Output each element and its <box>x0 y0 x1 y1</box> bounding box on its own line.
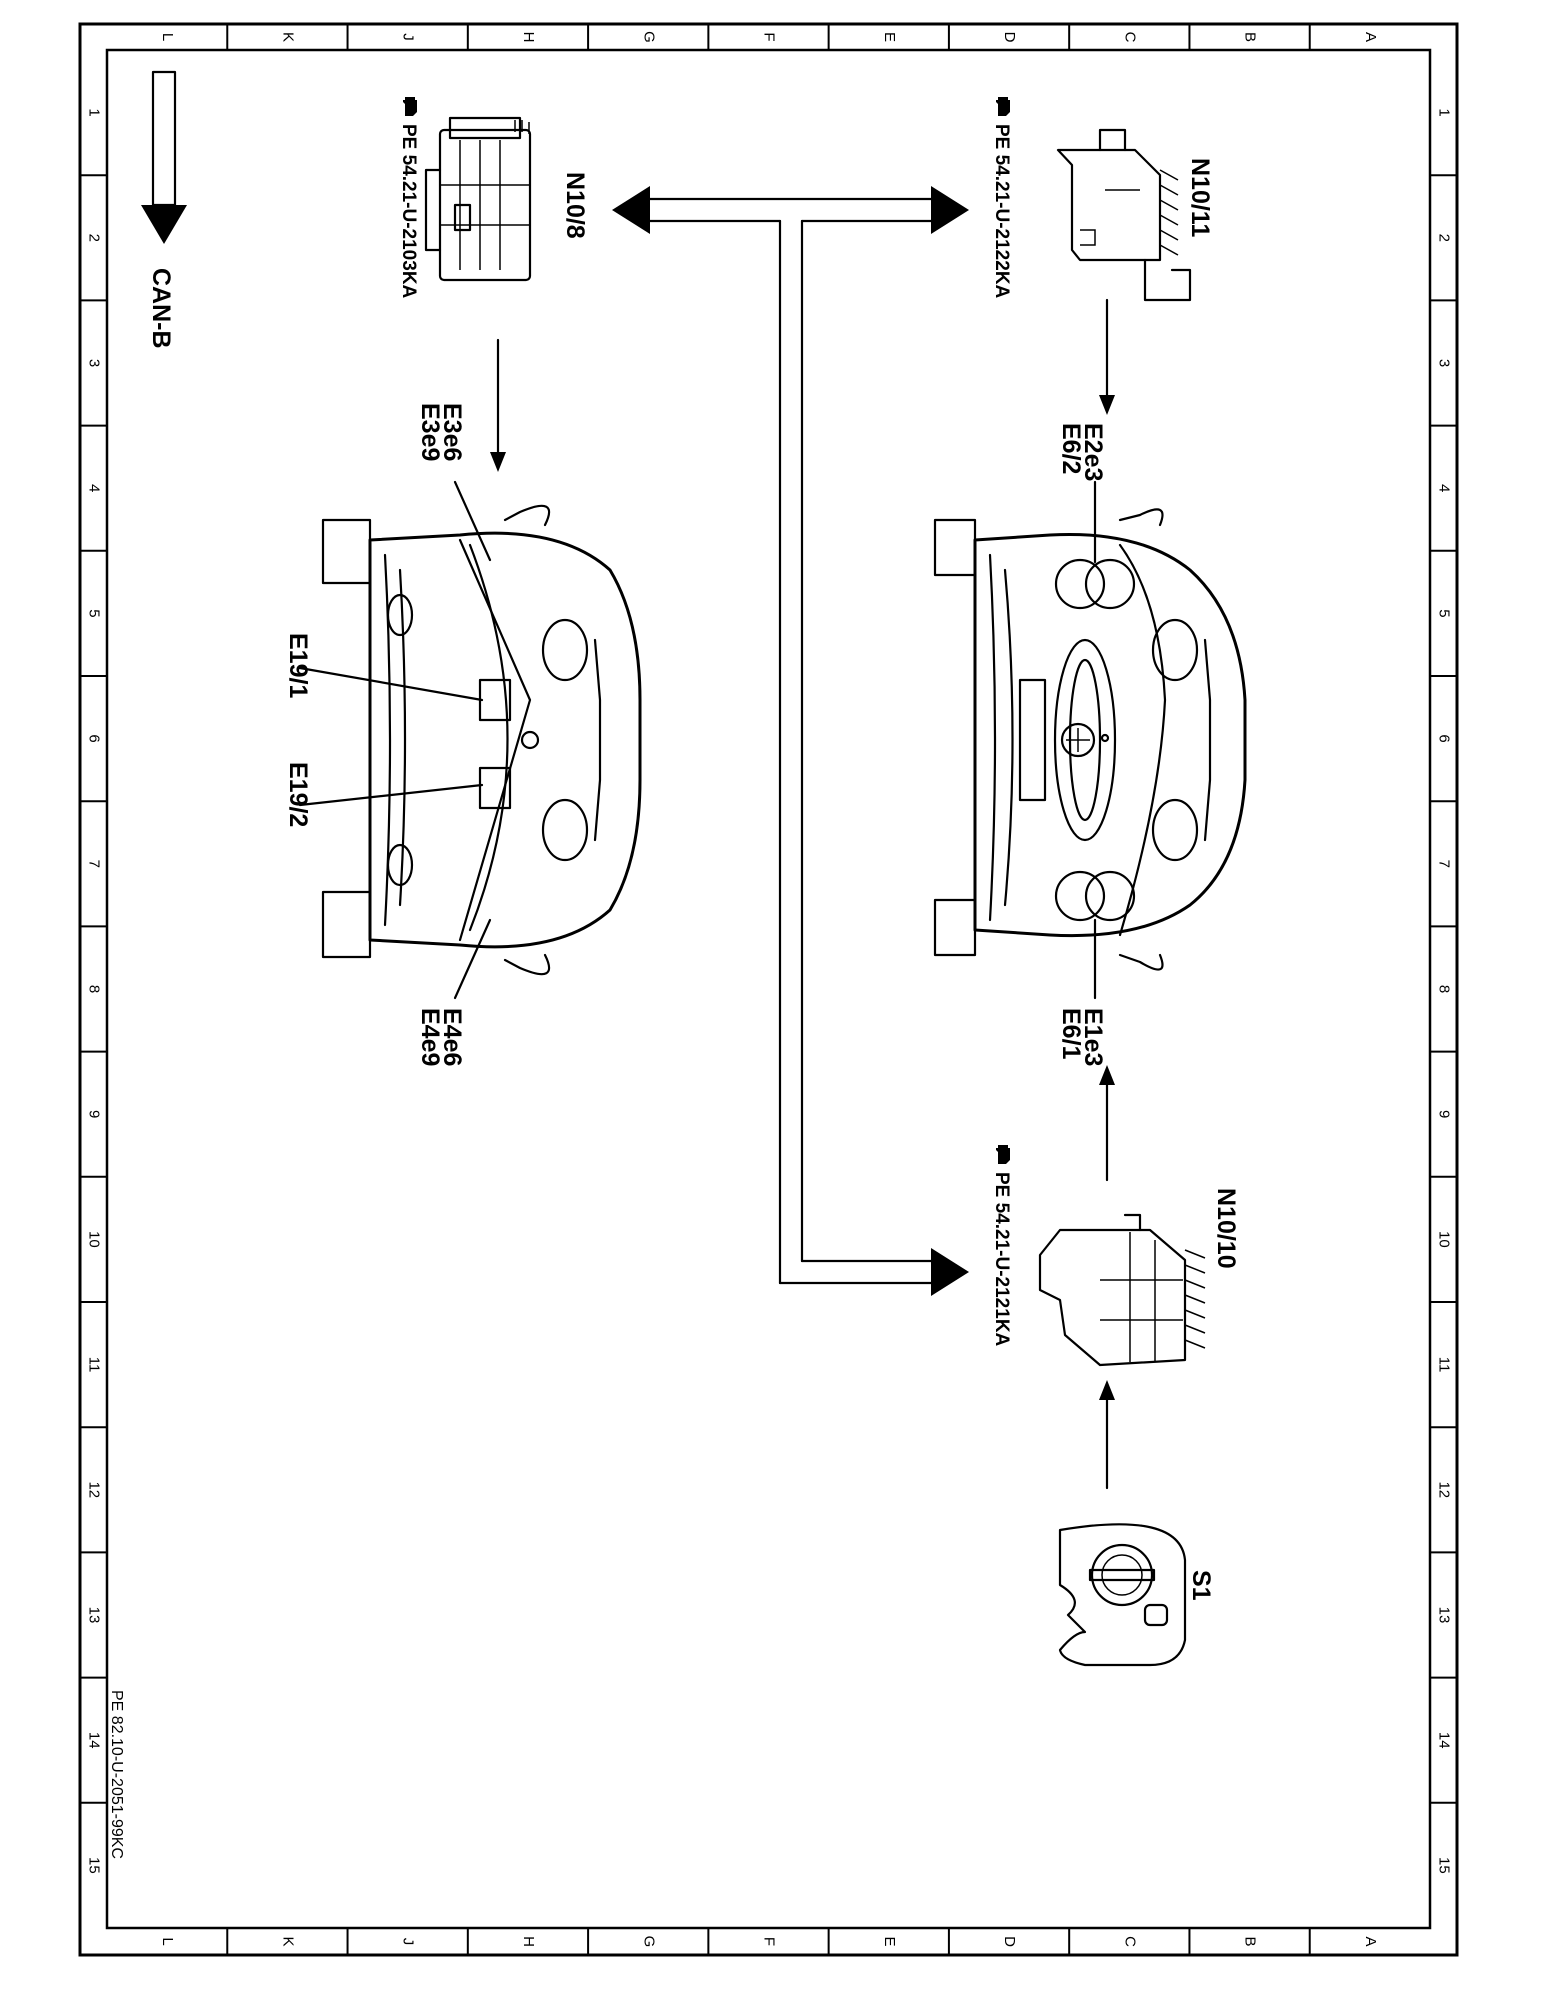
grid-row-label: 8 <box>1436 985 1453 993</box>
grid-ticks <box>80 24 1457 1955</box>
grid-column-label: D <box>1001 32 1018 43</box>
front-label-e6-2: E6/2 <box>1057 423 1085 474</box>
grid-row-label: 2 <box>86 234 103 242</box>
n10-8-doc-ref: PE 54.21-U-2103KA <box>398 97 419 299</box>
module-n10-11: N10/11 PE 54.21-U-2122KA <box>991 97 1214 415</box>
grid-row-label: 10 <box>86 1231 103 1248</box>
grid-column-label: D <box>1001 1936 1018 1947</box>
grid-row-label: 7 <box>86 860 103 868</box>
rear-label-e19-2: E19/2 <box>284 762 312 827</box>
s1-label: S1 <box>1187 1570 1215 1601</box>
pointing-hand-icon <box>996 97 1010 116</box>
switch-s1: S1 <box>1058 1523 1215 1667</box>
grid-row-label: 12 <box>1436 1481 1453 1498</box>
grid-column-label: H <box>520 1936 537 1947</box>
can-bus-lines <box>612 186 969 1296</box>
grid-column-label: K <box>279 1936 296 1946</box>
inner-frame <box>105 48 1432 1930</box>
front-label-e1e3: E1e3 <box>1079 1008 1107 1066</box>
grid-column-label: A <box>1362 32 1379 42</box>
grid-column-label: J <box>400 33 417 41</box>
grid-column-label: F <box>761 1937 778 1946</box>
n10-10-doc-ref: PE 54.21-U-2121KA <box>991 1145 1012 1347</box>
arrow-down-icon <box>151 70 177 207</box>
grid-row-label: 9 <box>1436 1110 1453 1118</box>
module-n10-8: N10/8 PE 54.21-U-2103KA <box>398 97 589 472</box>
grid-row-label: 10 <box>1436 1231 1453 1248</box>
grid-column-label: H <box>520 32 537 43</box>
grid-row-label: 13 <box>86 1607 103 1624</box>
grid-column-label: C <box>1121 32 1138 43</box>
grid-row-label: 1 <box>86 108 103 116</box>
svg-text:PE 54.21-U-2121KA: PE 54.21-U-2121KA <box>991 1172 1012 1347</box>
can-b-legend: CAN-B <box>141 70 187 349</box>
rear-label-e3e9: E3e9 <box>416 403 444 461</box>
grid-column-label: E <box>881 1936 898 1946</box>
rear-label-e19-1: E19/1 <box>284 633 312 698</box>
grid-row-label: 8 <box>86 985 103 993</box>
grid-row-label: 11 <box>86 1357 103 1373</box>
grid-column-label: J <box>400 1938 417 1946</box>
grid-column-label: G <box>640 31 657 43</box>
grid-row-label: 14 <box>1436 1732 1453 1749</box>
grid-row-label: 12 <box>86 1481 103 1498</box>
grid-row-label: 6 <box>1436 734 1453 742</box>
grid-row-label: 6 <box>86 734 103 742</box>
n10-10-label: N10/10 <box>1212 1188 1240 1269</box>
grid-row-label: 3 <box>1436 359 1453 367</box>
grid-column-label: E <box>881 32 898 42</box>
grid-row-label: 13 <box>1436 1607 1453 1624</box>
front-label-e6-1: E6/1 <box>1057 1008 1085 1060</box>
pointing-hand-icon <box>996 1145 1010 1164</box>
svg-text:PE 54.21-U-2122KA: PE 54.21-U-2122KA <box>991 124 1012 299</box>
grid-column-label: K <box>279 32 296 42</box>
grid-row-label: 3 <box>86 359 103 367</box>
grid-row-label: 1 <box>1436 108 1453 116</box>
svg-text:PE 54.21-U-2103KA: PE 54.21-U-2103KA <box>398 124 419 299</box>
n10-8-label: N10/8 <box>561 172 589 239</box>
pointing-hand-icon <box>403 97 417 116</box>
rear-car-view: E3e6 E3e9 E4e6 E4e9 E19/1 E19/2 <box>284 403 642 1066</box>
grid-row-label: 5 <box>86 609 103 617</box>
outer-frame <box>78 22 1459 1957</box>
grid-row-label: 9 <box>86 1110 103 1118</box>
grid-column-label: G <box>640 1936 657 1948</box>
rear-label-e3e6: E3e6 <box>438 403 466 461</box>
grid-column-label: L <box>159 1937 176 1945</box>
grid-column-label: A <box>1362 1936 1379 1946</box>
grid-row-label: 15 <box>86 1857 103 1874</box>
front-label-e2e3: E2e3 <box>1079 423 1107 481</box>
n10-11-label: N10/11 <box>1186 158 1214 237</box>
grid-column-label: L <box>159 33 176 41</box>
grid-row-label: 2 <box>1436 234 1453 242</box>
grid-column-label: C <box>1121 1936 1138 1947</box>
grid-row-label: 4 <box>1436 484 1453 492</box>
module-n10-10: N10/10 PE 54.21-U-2121KA <box>991 1065 1240 1490</box>
can-b-label: CAN-B <box>147 268 175 349</box>
grid-column-label: F <box>761 32 778 41</box>
grid-column-label: B <box>1242 1936 1259 1946</box>
grid-column-label: B <box>1242 32 1259 42</box>
rear-label-e4e9: E4e9 <box>416 1008 444 1066</box>
grid-row-label: 5 <box>1436 609 1453 617</box>
grid-row-label: 15 <box>1436 1857 1453 1874</box>
grid-row-label: 7 <box>1436 860 1453 868</box>
grid-row-label: 4 <box>86 484 103 492</box>
rear-label-e4e6: E4e6 <box>438 1008 466 1066</box>
grid-row-label: 11 <box>1436 1357 1453 1373</box>
front-car-view: E2e3 E6/2 E1e3 E6/1 <box>933 423 1247 1066</box>
n10-11-doc-ref: PE 54.21-U-2122KA <box>991 97 1012 299</box>
footer-doc-id: PE 82.10-U-2051-99KC <box>108 1690 125 1859</box>
grid-row-label: 14 <box>86 1732 103 1749</box>
